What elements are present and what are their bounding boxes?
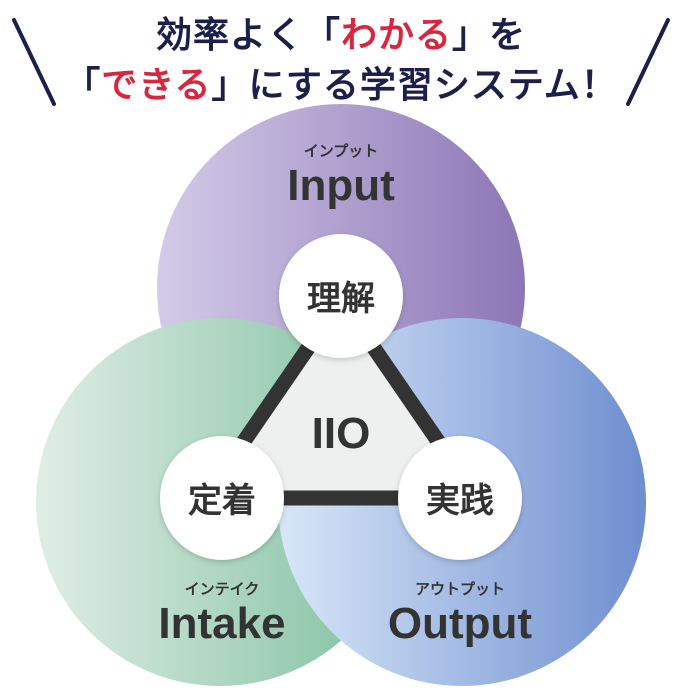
headline-line-2-accent: できる xyxy=(101,65,212,106)
node-practice-label: 実践 xyxy=(426,481,494,521)
output-title: Output xyxy=(388,599,533,648)
node-retention-label: 定着 xyxy=(188,481,256,521)
headline-line-2-post: 」にする学習システム！ xyxy=(211,65,618,106)
right-slash-decoration xyxy=(626,18,670,106)
center-label: IIO xyxy=(312,409,371,458)
headline-line-1: 効率よく「わかる」を xyxy=(0,6,682,58)
headline-line-1-post: 」を xyxy=(452,15,527,56)
headline-line-1-pre: 効率よく「 xyxy=(155,15,341,56)
input-title: Input xyxy=(287,161,395,210)
node-understanding-circle xyxy=(279,234,403,358)
node-retention-circle xyxy=(160,436,284,560)
headline-line-2-pre: 「 xyxy=(64,65,102,106)
intake-ruby: インテイク xyxy=(185,580,260,598)
input-ruby: インプット xyxy=(304,142,379,160)
headline-line-2: 「できる」にする学習システム！ xyxy=(0,56,682,108)
node-practice-circle xyxy=(398,436,522,560)
intake-title: Intake xyxy=(158,599,285,648)
headline-line-1-accent: わかる xyxy=(340,15,452,56)
left-slash-decoration xyxy=(12,18,56,106)
node-understanding-label: 理解 xyxy=(307,279,375,319)
iio-triangle xyxy=(190,286,492,506)
output-ruby: アウトプット xyxy=(415,580,505,598)
